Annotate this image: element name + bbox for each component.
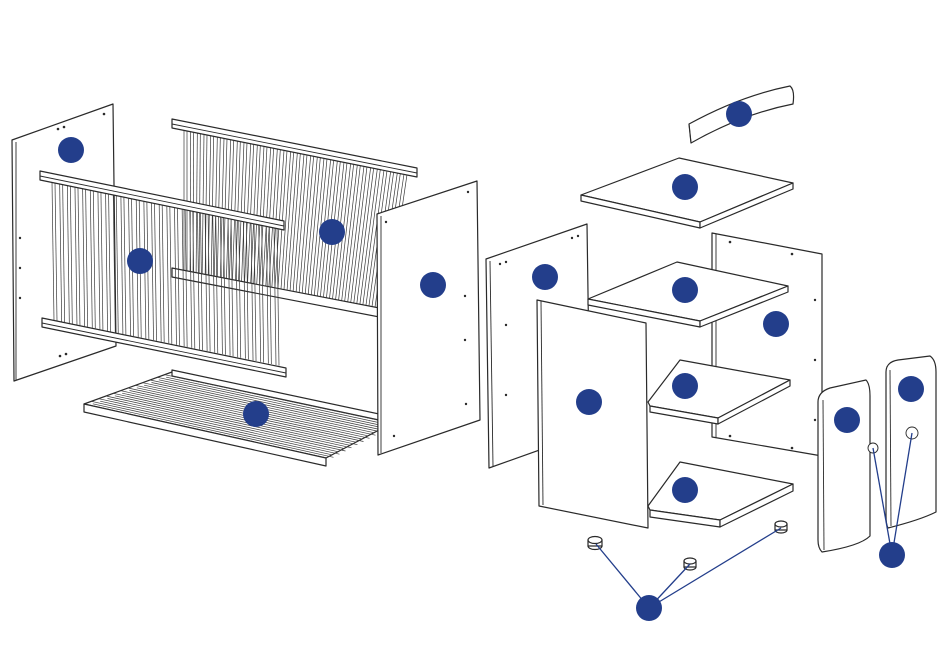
back-slat: [357, 168, 374, 305]
back-slat: [305, 157, 317, 295]
marker-crib-front-rail-assembly: [127, 248, 153, 274]
back-slat: [345, 165, 361, 302]
crib-mattress-base-drawing: [84, 370, 398, 466]
back-slat: [351, 167, 367, 304]
marker-dresser-back-right-panel: [763, 311, 789, 337]
front-slat: [167, 205, 169, 343]
leader-foot-3: [649, 528, 781, 608]
front-slat: [162, 204, 164, 342]
marker-dresser-back-left-panel: [532, 264, 558, 290]
back-slat: [299, 155, 311, 293]
marker-dresser-top-rail: [726, 101, 752, 127]
marker-dresser-top-board: [672, 174, 698, 200]
marker-dresser-shelf-upper: [672, 277, 698, 303]
back-slat: [296, 155, 307, 293]
marker-changer-fittings: [879, 542, 905, 568]
front-slat: [124, 197, 126, 335]
back-slat: [308, 157, 320, 295]
back-slat: [348, 166, 364, 303]
crib-end-panel-right-drawing: [377, 181, 480, 455]
front-slat: [116, 195, 118, 333]
back-slat: [302, 156, 314, 294]
front-slat: [155, 203, 157, 341]
marker-crib-end-panel-right: [420, 272, 446, 298]
marker-crib-back-rail-assembly: [319, 219, 345, 245]
dresser-feet-drawing: [588, 521, 787, 570]
marker-crib-mattress-base: [243, 401, 269, 427]
changer-side-panel-a-drawing: [818, 380, 878, 552]
marker-changer-side-panel-b: [898, 376, 924, 402]
marker-dresser-shelf-middle: [672, 373, 698, 399]
marker-dresser-feet: [636, 595, 662, 621]
front-slat: [121, 196, 123, 334]
foot-1: [588, 537, 602, 550]
dresser-back-right-panel-drawing: [712, 233, 822, 456]
marker-dresser-shelf-bottom: [672, 477, 698, 503]
dresser-shelf-bottom-drawing: [648, 462, 793, 527]
front-slat: [152, 202, 154, 340]
front-slat: [159, 204, 161, 342]
marker-dresser-front-panel: [576, 389, 602, 415]
back-slat: [354, 167, 371, 304]
marker-crib-end-panel-left: [58, 137, 84, 163]
marker-changer-side-panel-a: [834, 407, 860, 433]
